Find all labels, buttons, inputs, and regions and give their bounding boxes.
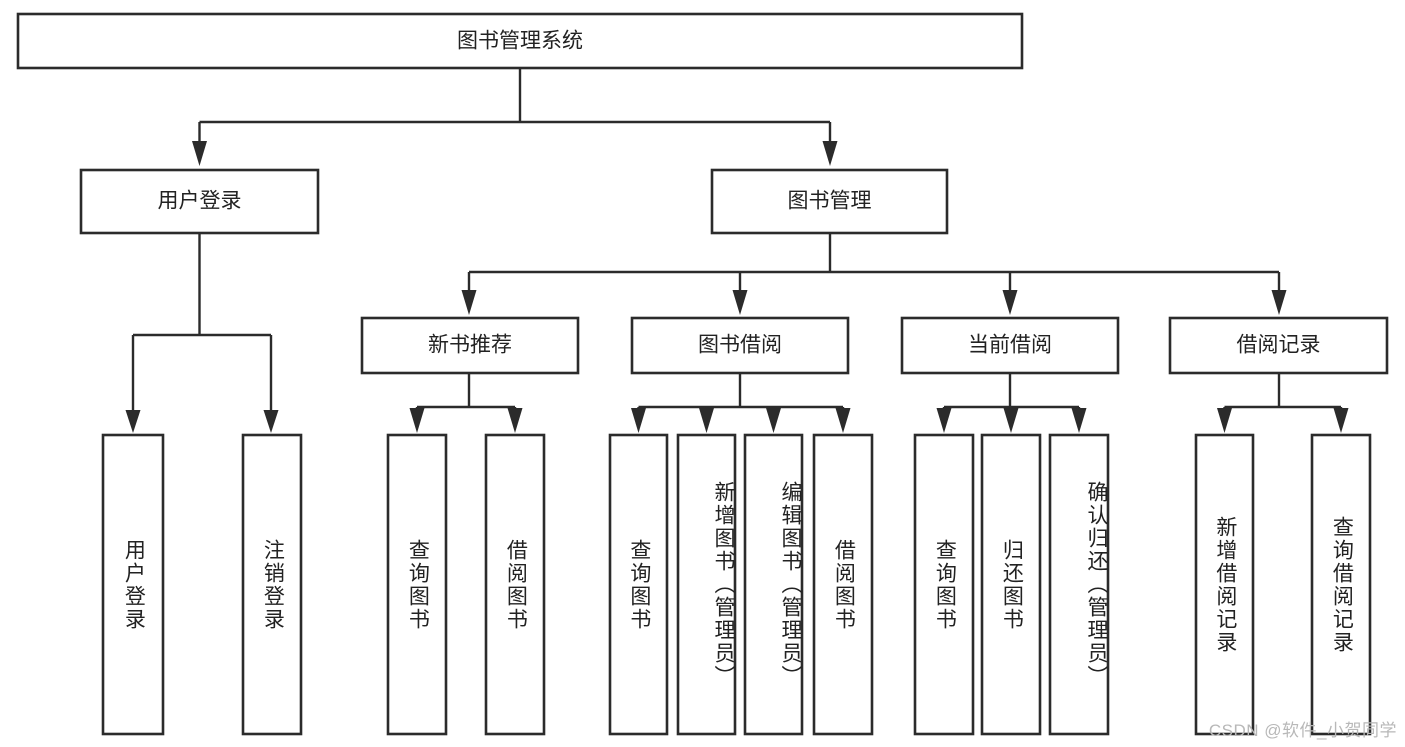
arrowhead-login-to-leaf2	[263, 410, 279, 433]
arrowhead-login-to-leaf1	[125, 410, 141, 433]
node-root-box[interactable]	[16, 12, 1024, 70]
connector-group-book-management	[461, 233, 1287, 315]
arrowhead-bookmgmt-to-c2	[732, 290, 748, 315]
node-borrow-record[interactable]: 借阅记录	[1168, 316, 1389, 375]
arrowhead-root-to-login	[192, 141, 207, 166]
leaf-box-confirm-return-admin[interactable]	[1048, 433, 1110, 736]
node-current-borrow-label: 当前借阅	[968, 334, 1052, 357]
arrowhead-current-to-leaf3	[1071, 408, 1087, 433]
node-user-login-label: 用户登录	[158, 190, 242, 213]
node-book-borrow-label: 图书借阅	[698, 334, 782, 357]
node-borrow-record-label: 借阅记录	[1237, 334, 1321, 357]
node-current-borrow-box[interactable]	[900, 316, 1120, 375]
node-book-borrow-box[interactable]	[630, 316, 850, 375]
node-new-book-recommend-box[interactable]	[360, 316, 580, 375]
node-user-login[interactable]: 用户登录	[79, 168, 320, 235]
leaf-box-add-borrow-record[interactable]	[1194, 433, 1255, 736]
arrowhead-newbook-to-leaf2	[507, 408, 523, 433]
leaf-boxes-group	[101, 433, 1372, 736]
connector-group-root	[192, 68, 838, 166]
node-current-borrow[interactable]: 当前借阅	[900, 316, 1120, 375]
arrowhead-borrow-to-leaf3	[766, 408, 781, 433]
node-user-login-box[interactable]	[79, 168, 320, 235]
arrowhead-root-to-bookmgmt	[822, 141, 838, 166]
leaf-box-logout-login[interactable]	[241, 433, 303, 736]
arrowhead-bookmgmt-to-c1	[461, 290, 477, 315]
connector-group-book-borrow	[631, 373, 851, 433]
node-borrow-record-box[interactable]	[1168, 316, 1389, 375]
arrowhead-newbook-to-leaf1	[409, 408, 425, 433]
node-book-management-label: 图书管理	[788, 190, 872, 213]
leaf-box-edit-book-admin[interactable]	[743, 433, 804, 736]
connector-group-user-login	[125, 233, 279, 433]
leaf-box-query-book-recommend[interactable]	[386, 433, 448, 736]
leaf-box-add-book-admin[interactable]	[676, 433, 737, 736]
arrowhead-bookmgmt-to-c4	[1271, 290, 1287, 315]
node-root-label: 图书管理系统	[457, 30, 583, 53]
connector-group-current-borrow	[936, 373, 1087, 433]
leaf-box-borrow-book[interactable]	[812, 433, 874, 736]
node-root-system[interactable]: 图书管理系统	[16, 12, 1024, 70]
arrowhead-borrow-to-leaf4	[835, 408, 851, 433]
arrowhead-record-to-leaf2	[1333, 408, 1349, 433]
leaf-box-borrow-book-recommend[interactable]	[484, 433, 546, 736]
node-new-book-recommend-label: 新书推荐	[428, 334, 512, 357]
leaf-box-return-book[interactable]	[980, 433, 1042, 736]
arrowhead-record-to-leaf1	[1217, 408, 1232, 433]
connector-group-new-book-recommend	[409, 373, 523, 433]
arrowhead-current-to-leaf1	[936, 408, 952, 433]
arrowhead-borrow-to-leaf2	[699, 408, 714, 433]
connector-group-borrow-record	[1217, 373, 1349, 433]
node-book-management[interactable]: 图书管理	[710, 168, 949, 235]
leaf-box-query-borrow-record[interactable]	[1310, 433, 1372, 736]
node-book-management-box[interactable]	[710, 168, 949, 235]
csdn-watermark: CSDN @软件_小贺同学	[1208, 721, 1397, 740]
leaf-box-query-book-borrow[interactable]	[608, 433, 669, 736]
node-new-book-recommend[interactable]: 新书推荐	[360, 316, 580, 375]
node-book-borrow[interactable]: 图书借阅	[630, 316, 850, 375]
leaf-box-user-login[interactable]	[101, 433, 165, 736]
arrowhead-current-to-leaf2	[1003, 408, 1019, 433]
arrowhead-bookmgmt-to-c3	[1002, 290, 1018, 315]
arrowhead-borrow-to-leaf1	[631, 408, 646, 433]
leaf-box-query-book-current[interactable]	[913, 433, 975, 736]
